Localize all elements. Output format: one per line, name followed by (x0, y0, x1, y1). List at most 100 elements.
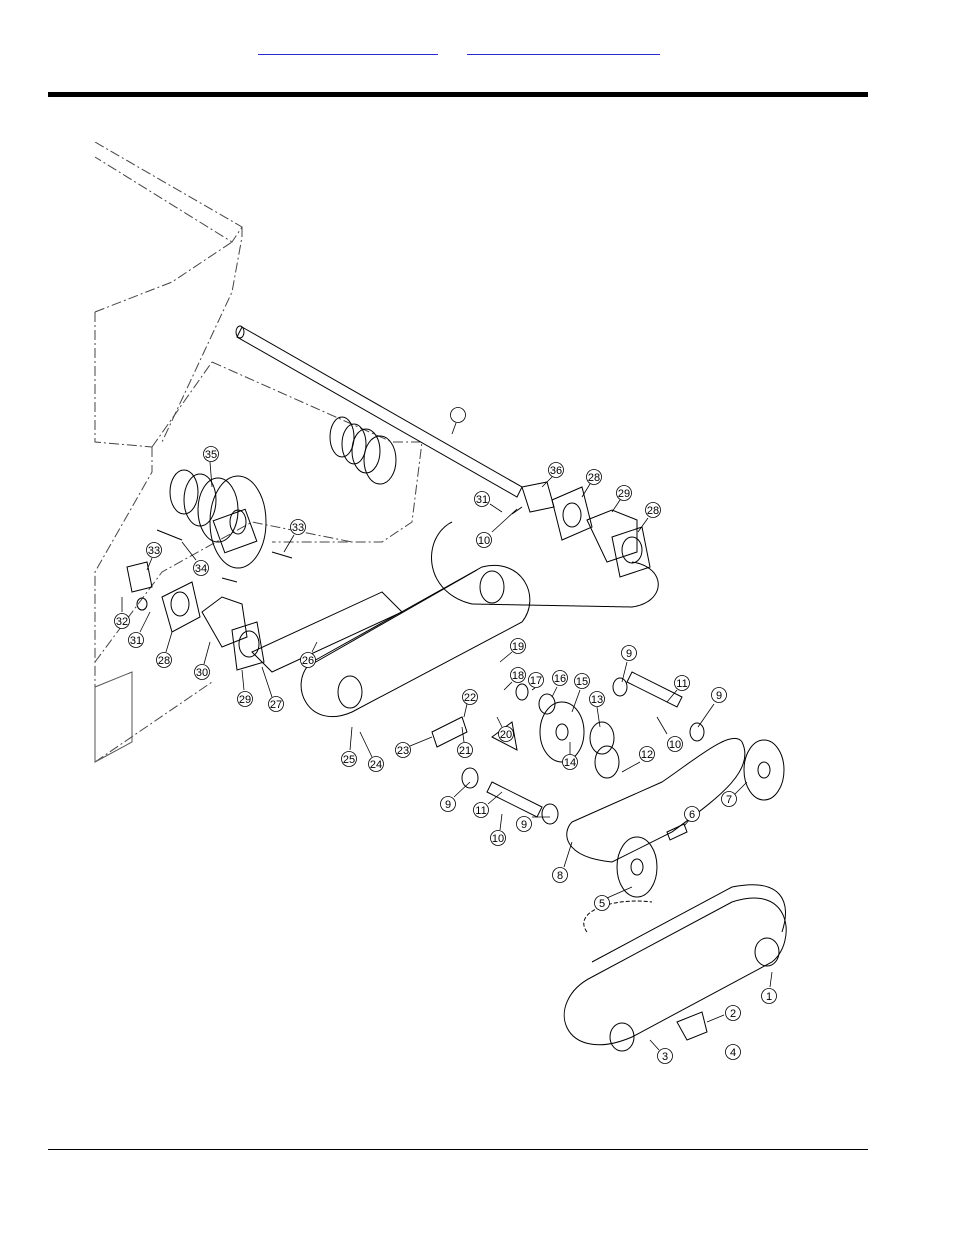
svg-text:33: 33 (292, 522, 304, 534)
svg-text:11: 11 (676, 678, 687, 690)
svg-text:31: 31 (476, 494, 488, 506)
callout-18: 18 (503, 667, 526, 691)
inner-chain-case (300, 564, 531, 718)
svg-text:36: 36 (550, 465, 562, 477)
svg-text:13: 13 (591, 694, 603, 706)
svg-text:10: 10 (492, 833, 504, 845)
callout-9c: 9 (440, 781, 471, 812)
callout-10a: 10 (476, 508, 518, 548)
footer-rule (48, 1149, 868, 1150)
drive-chain (566, 737, 746, 863)
callout-11b: 11 (473, 791, 503, 818)
svg-text:9: 9 (716, 690, 722, 702)
left-small-parts (126, 506, 523, 611)
svg-text:18: 18 (512, 670, 524, 682)
sprocket-5 (616, 836, 658, 898)
svg-text:22: 22 (464, 692, 476, 704)
svg-text:29: 29 (618, 488, 630, 500)
svg-text:9: 9 (521, 819, 527, 831)
svg-text:9: 9 (626, 648, 632, 660)
svg-text:35: 35 (205, 449, 217, 461)
callout-33b: 34 (181, 541, 209, 576)
bearing-right-a (551, 486, 593, 541)
main-shaft (235, 325, 523, 498)
callout-29b: 30 (194, 641, 211, 680)
svg-text:8: 8 (557, 870, 563, 882)
callout-9d: 9 (516, 816, 550, 832)
callout-3: 3 (649, 1039, 673, 1064)
bearing-left-a (161, 581, 201, 633)
svg-text:32: 32 (116, 616, 128, 628)
svg-text:3: 3 (662, 1051, 668, 1063)
support-bar (251, 591, 403, 673)
svg-text:26: 26 (302, 655, 314, 667)
svg-text:17: 17 (530, 675, 542, 687)
callout-7: 7 (721, 781, 748, 807)
callout-35: 36 (541, 462, 564, 488)
sprocket-7 (743, 739, 785, 801)
callout-28c: 28 (156, 631, 173, 668)
callout-28b: 28 (637, 502, 661, 533)
bearing-shield-right (586, 509, 638, 563)
svg-text:23: 23 (397, 745, 409, 757)
svg-text:30: 30 (196, 667, 208, 679)
header-link-1[interactable] (258, 40, 438, 55)
pin-6 (666, 823, 688, 841)
svg-text:7: 7 (726, 794, 732, 806)
svg-text:10: 10 (478, 535, 490, 547)
hopper-outline (94, 142, 423, 763)
callout-28d: 29 (237, 669, 253, 707)
svg-text:28: 28 (158, 655, 170, 667)
svg-text:6: 6 (689, 809, 695, 821)
svg-text:9: 9 (445, 799, 451, 811)
callout-5: 5 (594, 886, 633, 911)
callout-12: 12 (621, 746, 655, 773)
callout-34: 35 (203, 446, 219, 488)
outer-cover (563, 884, 787, 1052)
callout-17: 17 (528, 672, 544, 691)
svg-text:27: 27 (270, 699, 282, 711)
svg-text:12: 12 (641, 749, 653, 761)
right-shaft (612, 671, 705, 742)
parts-diagram: 1 2 3 4 5 6 7 8 9 9 9 9 10 10 10 11 11 1… (94, 142, 787, 1064)
bearing-right-b (611, 526, 651, 578)
svg-text:5: 5 (599, 898, 605, 910)
svg-text:11: 11 (475, 805, 486, 817)
svg-text:29: 29 (239, 694, 251, 706)
callout-19: 19 (499, 638, 526, 663)
callout-15: 15 (571, 673, 590, 713)
callout-28a: 28 (581, 469, 602, 498)
svg-text:33: 33 (148, 545, 160, 557)
bearing-left-b (231, 621, 265, 671)
bearing-shield-left (201, 596, 248, 648)
svg-text:16: 16 (554, 673, 566, 685)
svg-text:25: 25 (343, 754, 355, 766)
callout-30: 31 (128, 611, 151, 648)
callout-33a: 33 (283, 519, 306, 553)
callout-23: 23 (395, 736, 433, 758)
callout-10b: 10 (656, 716, 683, 752)
callouts: 1 2 3 4 5 6 7 8 9 9 9 9 10 10 10 11 11 1… (114, 407, 777, 1064)
svg-text:28: 28 (647, 505, 659, 517)
callout-20: 20 (496, 716, 514, 742)
svg-text:28: 28 (588, 472, 600, 484)
callout-24: 24 (359, 731, 384, 772)
callout-10c: 10 (490, 813, 506, 846)
svg-text:34: 34 (195, 563, 207, 575)
svg-text:19: 19 (512, 641, 524, 653)
collar (521, 481, 555, 513)
callout-13: 13 (589, 691, 605, 728)
svg-text:14: 14 (564, 757, 576, 769)
svg-text:10: 10 (669, 739, 681, 751)
upper-sprocket-cluster (329, 416, 397, 485)
callout-2: 2 (706, 1005, 741, 1023)
header-link-2[interactable] (467, 40, 660, 55)
header-rule (48, 92, 868, 97)
callout-31a: 31 (474, 491, 503, 513)
callout-31b: 32 (114, 597, 130, 629)
svg-text:1: 1 (766, 991, 772, 1003)
bracket-plate (94, 671, 133, 763)
svg-text:15: 15 (576, 676, 588, 688)
svg-text:2: 2 (730, 1008, 736, 1020)
callout-1: 1 (761, 971, 777, 1004)
